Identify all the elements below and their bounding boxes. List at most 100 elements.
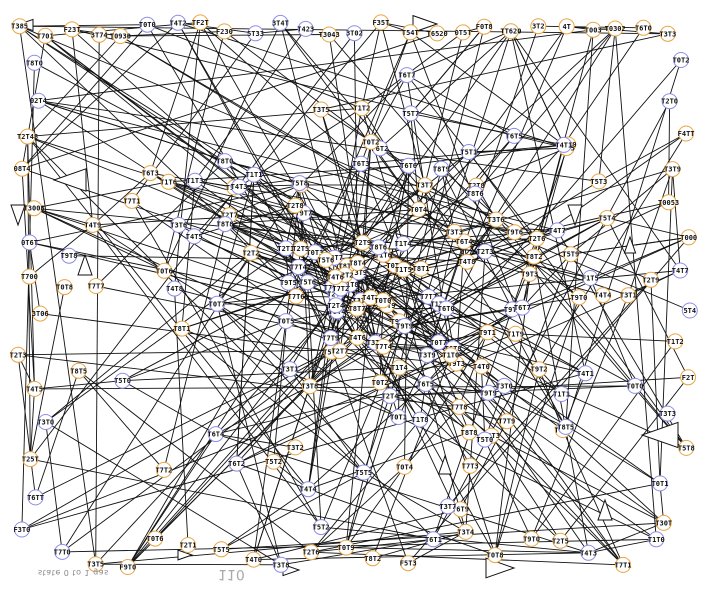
node-label: T2T8 xyxy=(287,202,304,210)
node-circle xyxy=(446,223,463,240)
node-circle xyxy=(402,24,419,41)
node-label: T4T2 xyxy=(362,294,379,302)
node-circle xyxy=(114,372,131,389)
graph-edge xyxy=(78,370,312,553)
graph-edge xyxy=(122,380,217,435)
graph-edge xyxy=(404,406,460,468)
graph-node: T0T4 xyxy=(396,458,413,475)
node-circle xyxy=(155,461,172,478)
graph-edge xyxy=(432,144,569,540)
node-circle xyxy=(429,25,446,42)
node-circle xyxy=(419,347,436,364)
node-circle xyxy=(680,229,697,246)
node-label: 08T4 xyxy=(14,165,31,173)
graph-node: T0053 xyxy=(658,194,679,211)
node-label: T1T3 xyxy=(186,177,203,185)
graph-edge xyxy=(221,472,364,550)
graph-node: T5T6 xyxy=(317,251,334,268)
graph-node: T4T5 xyxy=(186,228,203,245)
node-label: F35T xyxy=(372,19,389,27)
node-label: T3T1 xyxy=(281,366,298,374)
graph-edge xyxy=(239,184,302,188)
node-label: T7T1 xyxy=(123,197,140,205)
graph-edge xyxy=(147,24,362,109)
graph-edge xyxy=(95,34,100,565)
graph-node: T2T1 xyxy=(277,240,294,257)
graph-edge xyxy=(370,74,408,143)
graph-node: T6T3 xyxy=(142,165,159,182)
graph-node: 4T xyxy=(558,18,575,35)
graph-node: T9T8 xyxy=(61,247,77,264)
node-label: T6T7 xyxy=(398,72,415,80)
graph-node: F1T5 xyxy=(582,270,599,286)
node-circle xyxy=(410,201,427,218)
node-circle xyxy=(370,239,387,256)
graph-node: 3T4T xyxy=(272,14,289,31)
graph-node: T4T8 xyxy=(166,280,183,297)
node-label: T6T0 xyxy=(438,305,455,313)
node-label: 0T6T xyxy=(21,239,38,247)
node-circle xyxy=(353,155,369,172)
node-circle xyxy=(207,426,224,443)
graph-node: T8T6 xyxy=(467,185,484,202)
node-label: T9T3 xyxy=(521,270,538,278)
node-label: T1T6 xyxy=(375,251,392,259)
graph-edge xyxy=(309,217,608,387)
node-circle xyxy=(11,18,28,35)
graph-edge xyxy=(253,508,461,561)
graph-edge xyxy=(45,421,282,566)
node-circle xyxy=(374,292,391,309)
graph-edge xyxy=(122,320,287,382)
node-label: T6T9 xyxy=(452,506,469,514)
graph-edge xyxy=(468,147,567,153)
node-circle xyxy=(160,173,177,190)
graph-edge xyxy=(456,363,589,554)
graph-node: T7T1 xyxy=(123,192,140,209)
node-label: T2T2 xyxy=(337,271,354,279)
graph-edge xyxy=(174,22,201,289)
node-circle xyxy=(395,261,412,278)
graph-node: T3T3 xyxy=(446,223,463,240)
node-label: T0T9 xyxy=(338,544,355,552)
node-circle xyxy=(467,185,484,202)
node-label: T8T4 xyxy=(349,260,366,268)
node-circle xyxy=(213,541,230,558)
graph-edge xyxy=(363,472,466,533)
node-circle xyxy=(620,287,637,304)
graph-edge xyxy=(34,181,169,209)
node-circle xyxy=(577,365,594,382)
graph-edge xyxy=(21,333,516,530)
node-label: T5T5 xyxy=(355,469,372,477)
node-circle xyxy=(26,200,43,217)
graph-edge xyxy=(229,214,395,266)
node-label: T4T6 xyxy=(327,274,344,282)
graph-node: T9T9 xyxy=(480,384,497,401)
node-label: T7T7 xyxy=(88,283,105,291)
node-circle xyxy=(456,233,473,250)
node-circle xyxy=(607,20,624,37)
graph-edge xyxy=(425,383,489,394)
node-label: T6T7 xyxy=(514,304,531,312)
graph-edge xyxy=(406,74,515,137)
node-label: T3T1 xyxy=(620,292,637,300)
node-circle xyxy=(530,18,547,35)
node-label: F4TT xyxy=(678,130,695,138)
node-circle xyxy=(652,475,668,492)
node-label: T2T4 xyxy=(327,302,344,310)
graph-edge xyxy=(29,224,94,277)
node-circle xyxy=(346,25,363,42)
graph-edge xyxy=(466,26,568,262)
graph-edge xyxy=(494,369,540,556)
node-label: T4T8 xyxy=(459,258,476,266)
graph-node: T4T3 xyxy=(580,544,597,561)
node-circle xyxy=(27,489,44,506)
graph-node: T7T4 xyxy=(375,338,392,355)
graph-edge xyxy=(404,308,513,327)
graph-edge xyxy=(330,246,379,339)
node-circle xyxy=(280,274,297,291)
node-label: T8T3 xyxy=(339,262,356,270)
graph-node: T0T2 xyxy=(362,133,379,150)
node-label: T9T0 xyxy=(570,294,587,302)
graph-edge xyxy=(163,187,235,471)
node-label: 3T4T xyxy=(272,19,289,27)
